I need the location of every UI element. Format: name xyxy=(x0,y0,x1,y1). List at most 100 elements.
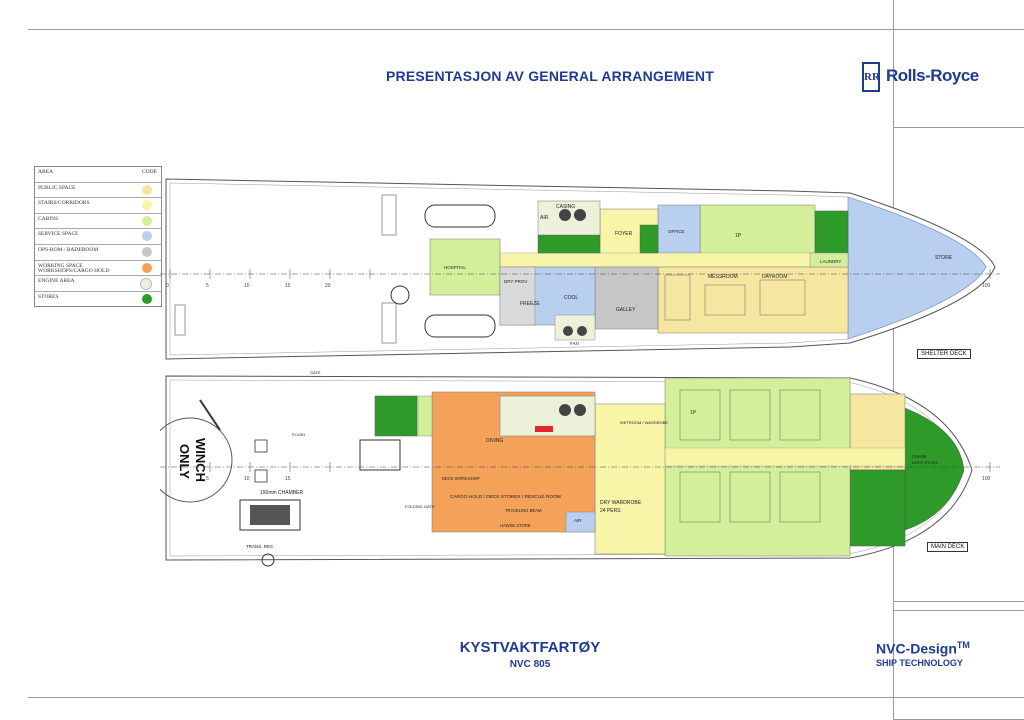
room-label-freeze: FREEZE xyxy=(520,301,540,307)
vessel-name: KYSTVAKTFARTØY xyxy=(459,639,601,656)
winch-label-line2: ONLY xyxy=(177,444,192,479)
chain-label: CHAIN xyxy=(912,454,926,459)
legend-swatch xyxy=(142,293,152,304)
winch-label-line1: WINCH xyxy=(193,438,208,482)
main-scale-ticks xyxy=(209,462,991,472)
fan-area xyxy=(554,314,596,341)
shelter-scale-ticks xyxy=(169,269,991,279)
main-deck-plan: WINCH ONLY 5 10 15 100 150mm CHAMBER CAR… xyxy=(160,370,1000,567)
logo-text: Rolls-Royce xyxy=(886,66,979,85)
room-label-messroom: MESSROOM xyxy=(708,274,738,280)
room-label-fan: FAN xyxy=(570,341,579,346)
legend-item: SERVICE SPACE xyxy=(35,229,161,245)
scale-label: 20 xyxy=(325,283,331,289)
room-label-air: AIR xyxy=(540,215,549,221)
legend-code-header: CODE xyxy=(142,169,157,175)
scale-label: 100 xyxy=(982,476,991,482)
legend-item-label: WORKING SPACE WORKSHOPS/CARGO HOLD xyxy=(38,262,110,275)
wardrobe-area xyxy=(594,403,666,555)
legend-item: CABINS xyxy=(35,214,161,230)
rr-badge-icon: RR xyxy=(862,62,880,92)
pers-label: 24 PERS xyxy=(600,508,621,514)
room-label-foyer: FOYER xyxy=(615,231,633,237)
wetroom-label: WETROOM / WARDROBE xyxy=(620,420,668,425)
legend-swatch xyxy=(142,184,152,195)
legend-item: WORKING SPACE WORKSHOPS/CARGO HOLD xyxy=(35,261,161,277)
room-label-cabin: 1P xyxy=(735,233,742,239)
legend-area-header: AREA xyxy=(38,169,53,175)
winch-only-text: WINCH ONLY xyxy=(177,438,208,482)
shelter-deck-label: SHELTER DECK xyxy=(917,349,971,359)
page-title: PRESENTASJON AV GENERAL ARRANGEMENT xyxy=(386,68,714,84)
legend-item-label: PUBLIC SPACE xyxy=(38,184,76,191)
folding-gate-label: FOLDING GATE xyxy=(405,504,435,509)
bottom-rule xyxy=(28,697,1024,698)
legend-swatch xyxy=(140,278,152,291)
room-label-store: STORE xyxy=(935,255,953,261)
legend-item-label: SERVICE SPACE xyxy=(38,231,79,238)
vessel-code: NVC 805 xyxy=(509,659,551,670)
legend-swatch xyxy=(142,246,152,257)
scale-label: 10 xyxy=(244,283,250,289)
rolls-royce-logo: RR Rolls-Royce xyxy=(862,62,992,94)
bow-store-area xyxy=(847,196,987,340)
room-label-galley: GALLEY xyxy=(616,307,636,313)
chamber-label: 150mm CHAMBER xyxy=(260,490,303,496)
scale-label: 10 xyxy=(244,476,250,482)
room-label-laundry: LAUNDRY xyxy=(820,259,841,264)
room-label-casing: CASING xyxy=(556,204,575,210)
deck-workshop-label: DECK WORKSHOP xyxy=(442,476,480,481)
winch-area xyxy=(160,417,233,503)
scale-label: 15 xyxy=(285,283,291,289)
scale-label: 5 xyxy=(206,476,209,482)
bow-store-area xyxy=(904,407,965,531)
room-label-dayroom: DAYROOM xyxy=(762,274,787,280)
gate-label: GATE xyxy=(310,370,321,375)
hawse-store-label: HAWSE STORE xyxy=(500,523,531,528)
legend-swatch xyxy=(142,200,152,211)
cargo-hold-label: CARGO HOLD / DECK STORES / RESCUE ROOM xyxy=(450,494,561,500)
room-label-dry-prov: DRY PROV xyxy=(504,279,527,284)
area-legend: AREA CODE PUBLIC SPACE STAIRS/CORRIDORS … xyxy=(34,166,162,308)
air-label: AIR xyxy=(574,518,582,523)
legend-swatch xyxy=(142,262,152,273)
galley-area xyxy=(594,266,659,330)
legend-item-label: STAIRS/CORRIDORS xyxy=(38,200,90,207)
legend-item: STORES xyxy=(35,292,161,307)
hospital-area xyxy=(429,238,501,296)
designer-text: NVC-Design xyxy=(876,640,957,657)
messroom-area xyxy=(657,266,849,334)
scale-label: 5 xyxy=(206,283,209,289)
title-block-box xyxy=(893,127,1024,602)
flush-label: FLUSH xyxy=(292,432,305,437)
legend-item: STAIRS/CORRIDORS xyxy=(35,198,161,214)
legend-swatch xyxy=(142,215,152,226)
scale-label: 15 xyxy=(285,476,291,482)
diving-label: DIVING xyxy=(486,438,503,444)
legend-header: AREA CODE xyxy=(35,167,161,183)
legend-swatch xyxy=(142,231,152,242)
designer-name: NVC-DesignTM xyxy=(876,640,970,657)
top-rule xyxy=(28,29,1024,30)
travelling-beam-label: TRAVELING BEAM xyxy=(505,508,542,513)
office-area xyxy=(657,204,701,254)
room-label-hospital: HOSPITAL xyxy=(444,265,466,270)
main-deck-label: MAIN DECK xyxy=(927,542,969,552)
rope-store-label: ROPE STORE xyxy=(912,460,938,465)
cabin-label: 1P xyxy=(690,410,697,416)
legend-item: OPS-ROM / BADEROOM xyxy=(35,245,161,261)
legend-item: ENGINE AREA xyxy=(35,276,161,292)
dry-wardrobe-label: DRY WARDROBE xyxy=(600,500,642,506)
room-label-office: OFFICE xyxy=(668,229,685,234)
room-label-cool: COOL xyxy=(564,295,578,301)
designer-subtitle: SHIP TECHNOLOGY xyxy=(876,658,963,668)
legend-item: PUBLIC SPACE xyxy=(35,183,161,199)
scale-label: 100 xyxy=(982,283,991,289)
legend-item-label: OPS-ROM / BADEROOM xyxy=(38,246,99,253)
scale-label: 0 xyxy=(166,283,169,289)
trademark: TM xyxy=(956,640,970,650)
legend-item-label: STORES xyxy=(38,293,59,300)
trans-rec-label: TRANS. REC xyxy=(246,544,274,549)
legend-item-label: ENGINE AREA xyxy=(38,278,75,285)
legend-item-label: CABINS xyxy=(38,215,59,222)
